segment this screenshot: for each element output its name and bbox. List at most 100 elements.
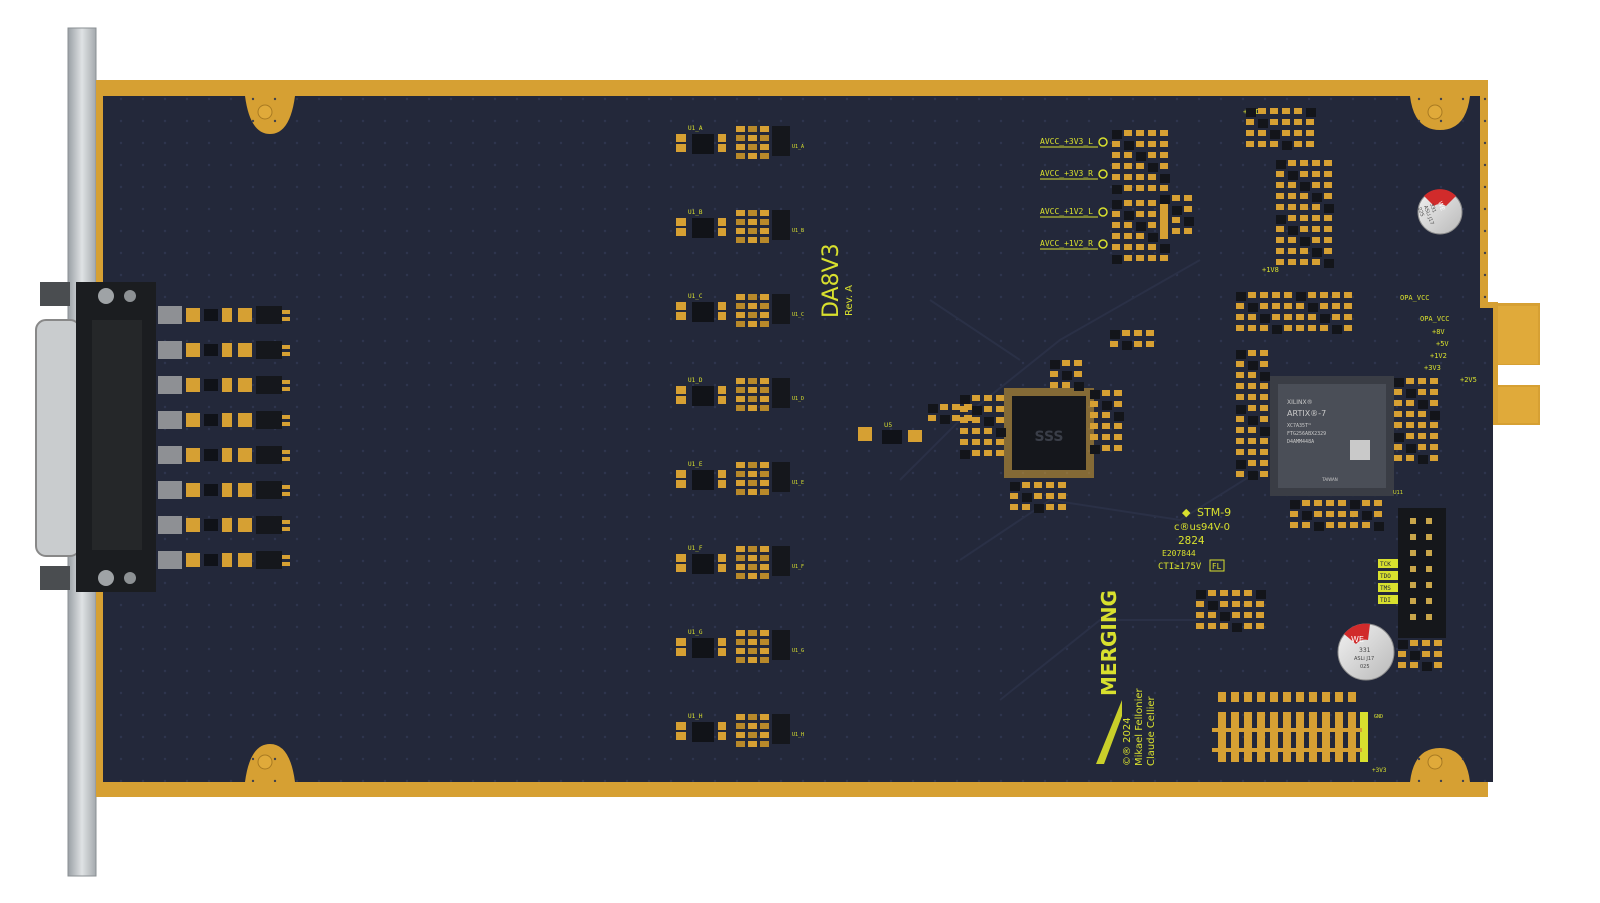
u5-regulator: U5 xyxy=(858,422,922,444)
test-pad xyxy=(1283,692,1291,762)
rail-label-text: AVCC_+1V2_R xyxy=(1040,239,1093,248)
test-pad xyxy=(1296,692,1304,762)
cap-top-voltage: 025 xyxy=(1416,207,1425,218)
right-rail-label: OPA_VCC xyxy=(1420,315,1450,323)
qfp-controller: SSS xyxy=(1004,388,1094,478)
gnd-label: GND xyxy=(1374,714,1383,720)
jtag-pin xyxy=(1410,518,1416,524)
test-pad xyxy=(1322,692,1330,762)
dac-ref-label: U1_E xyxy=(688,461,703,468)
jtag-label-bg xyxy=(1378,583,1398,592)
fpga-ref: U11 xyxy=(1393,490,1403,496)
merging-logo: MERGING ©® 2024 Mikael Fellonier Claude … xyxy=(1096,590,1157,766)
jtag-pin xyxy=(1426,582,1432,588)
right-rail-label: +5V xyxy=(1436,340,1449,348)
svg-text:SSS: SSS xyxy=(1035,429,1064,445)
jtag-pin xyxy=(1426,566,1432,572)
rail-labels: AVCC_+3V3_LAVCC_+3V3_RAVCC_+1V2_LAVCC_+1… xyxy=(1040,137,1108,250)
rail-label: AVCC_+1V2_L xyxy=(1040,207,1108,218)
jtag-label-bg xyxy=(1378,559,1398,568)
right-rail-label: +3V3 xyxy=(1424,364,1441,372)
jtag-pin xyxy=(1410,582,1416,588)
component-cluster xyxy=(1160,195,1194,234)
dac-ref-label: U1_H xyxy=(688,713,703,720)
fpga-vendor: XILINX® xyxy=(1287,399,1313,406)
datamatrix-code xyxy=(1350,440,1370,460)
fpga-part: XC7A35T™ xyxy=(1287,423,1311,429)
date-code: 2824 xyxy=(1178,534,1205,547)
test-pad xyxy=(1270,692,1278,762)
cti-marking: CTI≥175V xyxy=(1158,562,1202,572)
dac-id-label: U1_E xyxy=(792,480,804,486)
component-cluster xyxy=(1246,108,1316,150)
stm-marking: STM-9 xyxy=(1197,506,1231,519)
fpga-code: D4AMM448A xyxy=(1287,439,1314,445)
filter-row xyxy=(158,306,290,324)
jtag-signal-label: TDO xyxy=(1380,573,1391,580)
fl-marking: FL xyxy=(1212,562,1222,571)
component-cluster xyxy=(1090,390,1124,454)
right-rail-label: +2V5 xyxy=(1460,376,1477,384)
dac-id-label: U1_H xyxy=(792,732,804,738)
dac-channel: U1_FU1_F xyxy=(676,545,804,579)
jtag-pin xyxy=(1426,534,1432,540)
component-clusters xyxy=(928,108,1442,671)
cap-bottom-brand: WE xyxy=(1351,635,1364,644)
rail-label-text: AVCC_+3V3_L xyxy=(1040,137,1093,146)
brand-name: MERGING xyxy=(1097,590,1121,696)
component-cluster xyxy=(1276,160,1334,268)
bottom-rail-label: +3V3 xyxy=(1372,767,1387,774)
board-name: DA8V3 xyxy=(819,243,844,318)
certification-markings: ◆ STM-9 c®us94V-0 2824 E207844 CTI≥175V … xyxy=(1158,506,1231,572)
dac-ref-label: U1_G xyxy=(688,629,703,636)
dac-channel: U1_H U1_H xyxy=(676,713,804,747)
jtag-pin xyxy=(1426,598,1432,604)
mid-rail-label: +1V8 xyxy=(1262,266,1279,274)
dac-ref-label: U1_C xyxy=(688,293,703,300)
dac-channel: U1_AU1_A xyxy=(676,125,804,159)
cap-bottom-voltage: 025 xyxy=(1360,664,1370,670)
right-rail-label: OPA_VCC xyxy=(1400,294,1430,302)
u5-ref: U5 xyxy=(884,422,892,429)
rail-label-text: AVCC_+1V2_L xyxy=(1040,207,1093,216)
designer-2: Claude Cellier xyxy=(1146,695,1157,766)
pcb-traces xyxy=(899,259,1261,701)
dac-channel: U1_DU1_D xyxy=(676,377,804,411)
filter-row xyxy=(158,446,290,464)
jtag-pin xyxy=(1426,550,1432,556)
capacitor-bottom: WE 331 ASLi J17 025 xyxy=(1337,623,1395,681)
jtag-signal-label: TDI xyxy=(1380,597,1391,604)
component-cluster xyxy=(1112,130,1170,194)
fpga-chip: XILINX® ARTIX®-7 XC7A35T™ FTG256ABX2329 … xyxy=(1270,376,1403,496)
cap-top-brand: WE xyxy=(1436,200,1446,212)
fpga-family: ARTIX®-7 xyxy=(1287,409,1326,418)
component-cluster xyxy=(1110,330,1154,350)
svg-text:◆: ◆ xyxy=(1182,506,1191,519)
jtag-pin xyxy=(1410,534,1416,540)
dac-id-label: U1_B xyxy=(792,228,804,234)
rail-label: AVCC_+1V2_R xyxy=(1040,239,1108,250)
jtag-pin xyxy=(1426,614,1432,620)
dac-id-label: U1_G xyxy=(792,648,804,654)
dac-ref-label: U1_D xyxy=(688,377,703,384)
dac-channel: U1_CU1_C xyxy=(676,293,804,327)
capacitor-top: WE 331 ASLi J17 025 xyxy=(1416,189,1463,235)
mounting-holes xyxy=(257,104,1443,770)
component-cluster xyxy=(1398,640,1442,671)
edge-connector xyxy=(1498,306,1538,423)
test-pad xyxy=(1231,692,1239,762)
filter-row xyxy=(158,481,290,499)
cap-bottom-value: 331 xyxy=(1359,647,1371,654)
filter-row xyxy=(158,516,290,534)
test-pad xyxy=(1335,692,1343,762)
test-pad xyxy=(1348,692,1356,762)
component-cluster xyxy=(1010,482,1066,513)
component-cluster xyxy=(1196,590,1266,632)
fpga-lot: FTG256ABX2329 xyxy=(1287,431,1326,437)
component-cluster xyxy=(1394,378,1440,464)
dac-channel: U1_BU1_B xyxy=(676,209,804,243)
db25-connector xyxy=(35,282,156,592)
jtag-pin xyxy=(1410,614,1416,620)
